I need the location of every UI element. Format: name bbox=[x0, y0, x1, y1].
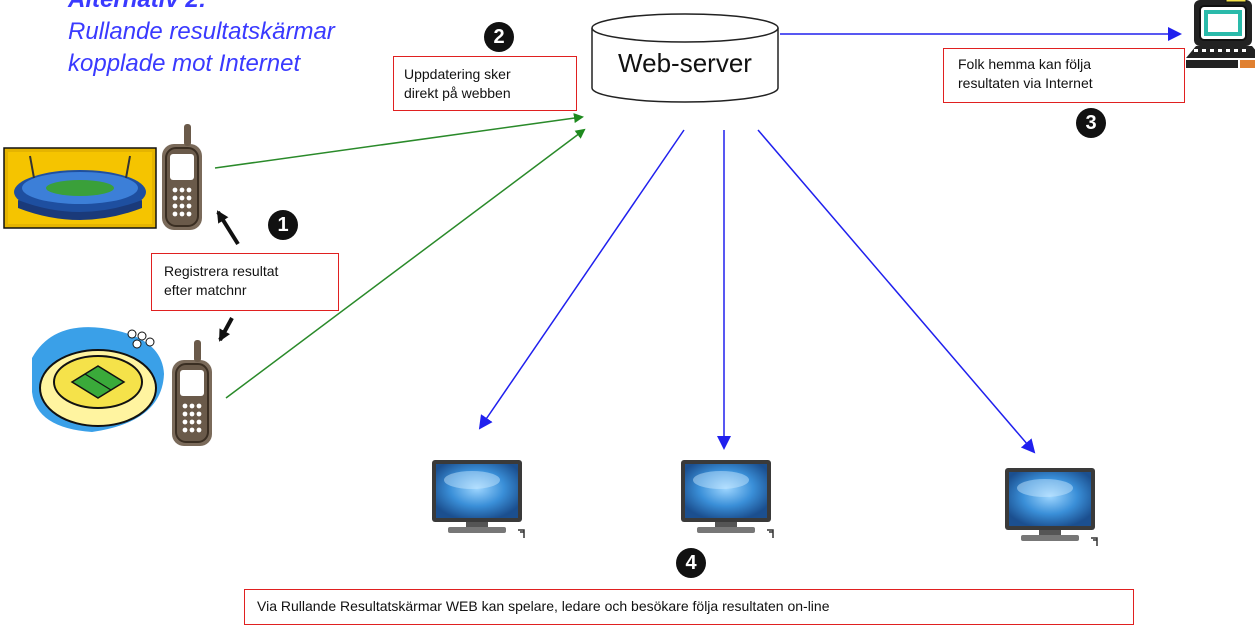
web-server-label: Web-server bbox=[618, 48, 752, 78]
monitor-icon bbox=[1004, 467, 1098, 547]
stadium-icon bbox=[3, 147, 157, 229]
arrow-register-to-phone1 bbox=[216, 210, 240, 246]
diagram-title-line-1: Alternativ 2: bbox=[68, 0, 207, 14]
arrow-phone1-to-server bbox=[214, 113, 584, 169]
note-bottom-summary: Via Rullande Resultatskärmar WEB kan spe… bbox=[244, 589, 1134, 625]
arrow-phone2-to-server bbox=[225, 128, 586, 399]
step-badge-2: 2 bbox=[484, 22, 514, 52]
computer-icon bbox=[1186, 0, 1255, 68]
diagram-title-line-2: Rullande resultatskärmar bbox=[68, 18, 335, 45]
note-follow-at-home: Folk hemma kan följa resultaten via Inte… bbox=[943, 48, 1185, 103]
note-update-on-web: Uppdatering sker direkt på webben bbox=[393, 56, 577, 111]
mobile-phone-icon bbox=[171, 339, 213, 447]
arrow-server-to-screen-left bbox=[478, 129, 685, 430]
monitor-icon bbox=[680, 459, 774, 539]
step-badge-1: 1 bbox=[268, 210, 298, 240]
diagram-title-line-3: kopplade mot Internet bbox=[68, 50, 301, 77]
step-badge-3: 3 bbox=[1076, 108, 1106, 138]
arrow-server-to-screen-right bbox=[757, 129, 1036, 454]
note-register-results: Registrera resultat efter matchnr bbox=[151, 253, 339, 311]
arrow-register-to-phone2 bbox=[218, 317, 234, 342]
web-server-database-icon bbox=[591, 13, 779, 103]
stadium-icon bbox=[32, 327, 164, 432]
mobile-phone-icon bbox=[161, 123, 203, 231]
monitor-icon bbox=[431, 459, 525, 539]
step-badge-4: 4 bbox=[676, 548, 706, 578]
